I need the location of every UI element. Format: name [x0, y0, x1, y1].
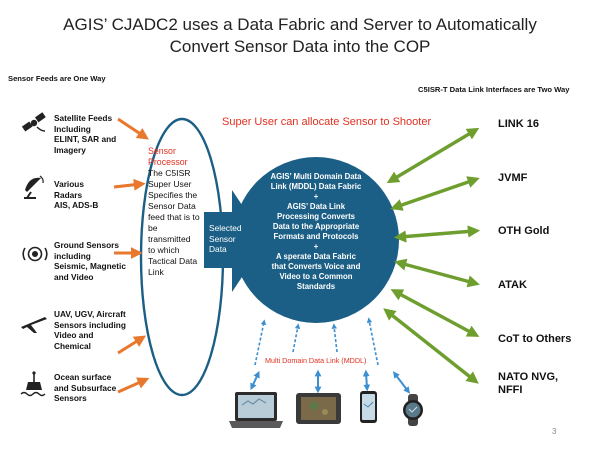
data-fabric-circle	[233, 157, 399, 323]
super-user-note: Super User can allocate Sensor to Shoote…	[222, 116, 432, 128]
rugged-tablet-icon	[296, 393, 341, 424]
data-link-oth-gold: OTH Gold	[498, 225, 550, 237]
radar-icon	[24, 175, 44, 199]
blue-dash-2	[292, 323, 301, 353]
buoy-icon	[20, 371, 46, 397]
orange-arrow-4	[117, 335, 147, 355]
data-link-nato: NATO NVG, NFFI	[498, 371, 559, 396]
orange-arrow-5	[117, 377, 150, 394]
mddl-label: Multi Domain Data Link (MDDL)	[265, 356, 367, 365]
data-fabric-text: AGIS’ Multi Domain Data Link (MDDL) Data…	[270, 172, 362, 291]
sensor-feed-ground: Ground Sensors including Seismic, Magnet…	[54, 240, 126, 282]
sensor-feed-ocean: Ocean surface and Subsurface Sensors	[54, 372, 117, 403]
laptop-icon	[229, 392, 283, 428]
smartphone-icon	[360, 391, 377, 423]
selected-sensor-label: Selected Sensor Data	[209, 223, 242, 254]
satellite-icon	[21, 112, 46, 132]
sensor-processor-text: Sensor Processor The C5ISR Super User Sp…	[148, 146, 222, 278]
ground-sensor-icon	[22, 246, 48, 262]
sensor-feed-satellite: Satellite Feeds Including ELINT, SAR and…	[54, 113, 117, 155]
blue-arrow-watch	[392, 371, 411, 394]
aircraft-icon	[21, 317, 47, 333]
page-number: 3	[552, 427, 557, 436]
left-header: Sensor Feeds are One Way	[8, 74, 106, 83]
data-link-atak: ATAK	[498, 279, 527, 291]
slide-title: AGIS’ CJADC2 uses a Data Fabric and Serv…	[0, 14, 600, 58]
processor-title-1: Sensor	[148, 146, 176, 156]
green-arrow-atak	[394, 258, 480, 288]
green-arrow-nato	[383, 308, 479, 384]
processor-title-2: Processor	[148, 157, 188, 167]
right-header: C5ISR-T Data Link Interfaces are Two Way	[418, 85, 570, 94]
sensor-feed-aircraft: UAV, UGV, Aircraft Sensors including Vid…	[54, 309, 126, 351]
title-line-2: Convert Sensor Data into the COP	[169, 37, 431, 56]
blue-dash-3	[331, 323, 338, 353]
data-link-link16: LINK 16	[498, 118, 539, 130]
data-link-cot: CoT to Others	[498, 333, 572, 345]
data-link-jvmf: JVMF	[498, 172, 528, 184]
green-arrow-oth	[393, 225, 481, 243]
smartwatch-icon	[403, 394, 423, 426]
blue-dash-1	[254, 319, 267, 366]
sensor-feed-radars: Various Radars AIS, ADS-B	[54, 179, 99, 210]
orange-arrow-1	[117, 117, 149, 140]
green-arrow-link16	[386, 127, 480, 184]
blue-arrow-phone	[362, 369, 371, 392]
blue-dash-4	[366, 317, 379, 366]
green-arrow-jvmf	[390, 176, 480, 211]
title-line-1: AGIS’ CJADC2 uses a Data Fabric and Serv…	[63, 15, 537, 34]
orange-arrow-2	[113, 178, 146, 191]
blue-arrow-laptop	[250, 370, 260, 391]
